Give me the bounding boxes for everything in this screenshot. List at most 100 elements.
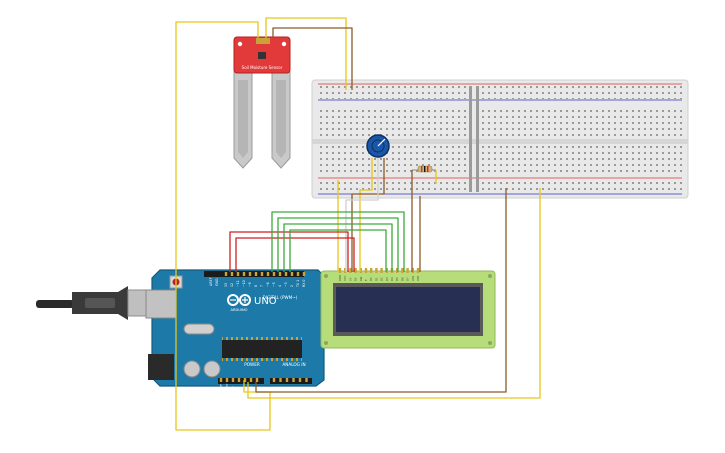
digital-pin-pad (236, 272, 240, 276)
digital-pin-label: ~9 (248, 282, 252, 287)
digital-header (204, 271, 304, 277)
analog-pin-label: A0 (272, 389, 276, 393)
power-pin-label: Vin (255, 388, 259, 393)
lcd-pin (406, 268, 409, 273)
analog-pin-pad (292, 378, 295, 382)
power-pin-pad (255, 378, 259, 382)
power-pin-label: RESET (225, 383, 229, 393)
arduino-sub-brand: ARDUINO (231, 308, 248, 312)
lcd-pin (338, 268, 342, 273)
digital-pin-pad (290, 272, 294, 276)
analog-pin-label: A5 (305, 389, 309, 393)
lcd-pin (385, 268, 388, 273)
analog-pin-label: A4 (298, 389, 302, 393)
lcd-pin-label: D5 (395, 277, 399, 281)
digital-pin-pad (242, 272, 246, 276)
breadboard-upper-strip (318, 106, 682, 138)
digital-pin-label: ~3 (284, 282, 288, 287)
power-jack (148, 354, 174, 380)
digital-pin-pad (260, 272, 264, 276)
analog-pin-label: A1 (279, 389, 283, 393)
usb-jack (145, 289, 177, 319)
lcd-pin (354, 268, 357, 273)
lcd-pin (370, 268, 373, 273)
lcd-pin (349, 268, 352, 273)
wire-red-2 (235, 237, 355, 272)
analog-pin-label: A3 (292, 389, 296, 393)
analog-label: ANALOG IN (282, 362, 305, 367)
digital-pin-pad (272, 272, 276, 276)
power-pin-label: GND (243, 385, 247, 393)
analog-pin-pad (279, 378, 282, 382)
digital-pin-label: 4 (278, 285, 282, 287)
digital-pin-label: TX 1 (296, 280, 300, 288)
lcd-pin-label: E (364, 279, 368, 281)
wire-yellow-5v-return (247, 188, 541, 399)
power-pin-pad (243, 378, 247, 382)
lcd-screen (336, 287, 480, 332)
wire-green-4 (289, 229, 387, 272)
analog-pin-pad (272, 378, 276, 382)
lcd-pin-label: D7 (406, 277, 410, 281)
arduino-brand: UNO (254, 296, 277, 307)
digital-pin-pad (284, 272, 288, 276)
digital-pin-pad (302, 272, 306, 276)
aref-label: AREF (209, 277, 213, 286)
lcd-pin (396, 268, 399, 273)
digital-pin-label: ~6 (266, 282, 270, 287)
wire-brown-sensor-gnd (272, 27, 353, 90)
power-pin-label: 5V (237, 388, 241, 393)
lcd-pin-label: D4 (390, 277, 394, 281)
digital-pin-label: ~10 (242, 280, 246, 287)
wire-red-1 (229, 231, 349, 272)
lcd-pin (344, 268, 347, 273)
lcd-pin-label: VCC (343, 275, 347, 281)
lcd-pin-label: D1 (374, 277, 378, 281)
wire-brown-gnd-return (255, 188, 507, 393)
digital-pin-label: RX 0 (302, 280, 306, 287)
analog-pin-label: A2 (285, 389, 289, 393)
analog-pin-pad (298, 378, 302, 382)
power-label: POWER (244, 362, 260, 367)
power-pin-pad (249, 378, 253, 382)
digital-pin-pad (266, 272, 270, 276)
breadboard-bottom-rail (318, 180, 682, 193)
lcd-pin (401, 268, 404, 273)
wire-green-3 (283, 223, 393, 272)
lcd-pin (380, 268, 383, 273)
resistor (412, 165, 436, 173)
lcd-pin-label: D0 (369, 277, 373, 281)
lcd-pin-label: D2 (380, 277, 384, 281)
digital-pin-label: 7 (260, 285, 264, 287)
microcontroller-chip (222, 340, 302, 358)
analog-pin-pad (305, 378, 308, 382)
lcd-pin-label: D3 (385, 277, 389, 281)
digital-header-label: DIGITAL (PWM~) (263, 295, 298, 300)
lcd-pin-label: V0 (348, 277, 352, 281)
lcd-pin-label: GND (338, 275, 342, 281)
power-pin-label: IOREF (219, 384, 223, 393)
digital-pin-label: ~5 (272, 282, 276, 287)
digital-pin-label: 2 (290, 285, 294, 287)
digital-pin-pad (254, 272, 258, 276)
digital-pin-pad (248, 272, 252, 276)
usb-cable (36, 286, 159, 320)
digital-pin-label: 13 (224, 283, 228, 287)
digital-pin-pad (224, 272, 228, 276)
breadboard-top-rail (318, 85, 682, 99)
lcd-pin (359, 268, 362, 273)
sensor-label: Soil Moisture Sensor (242, 65, 283, 70)
digital-pin-label: 8 (254, 285, 258, 287)
lcd-pin (364, 268, 368, 273)
wire-white-pot-wiper (345, 158, 379, 272)
gnd-label: GND (215, 278, 219, 286)
potentiometer (366, 134, 390, 158)
arduino-logo (227, 294, 251, 306)
digital-pin-pad (230, 272, 234, 276)
soil-moisture-sensor: Soil Moisture Sensor (233, 36, 291, 169)
power-pin-pad (225, 378, 229, 382)
wire-green-1 (271, 211, 405, 272)
